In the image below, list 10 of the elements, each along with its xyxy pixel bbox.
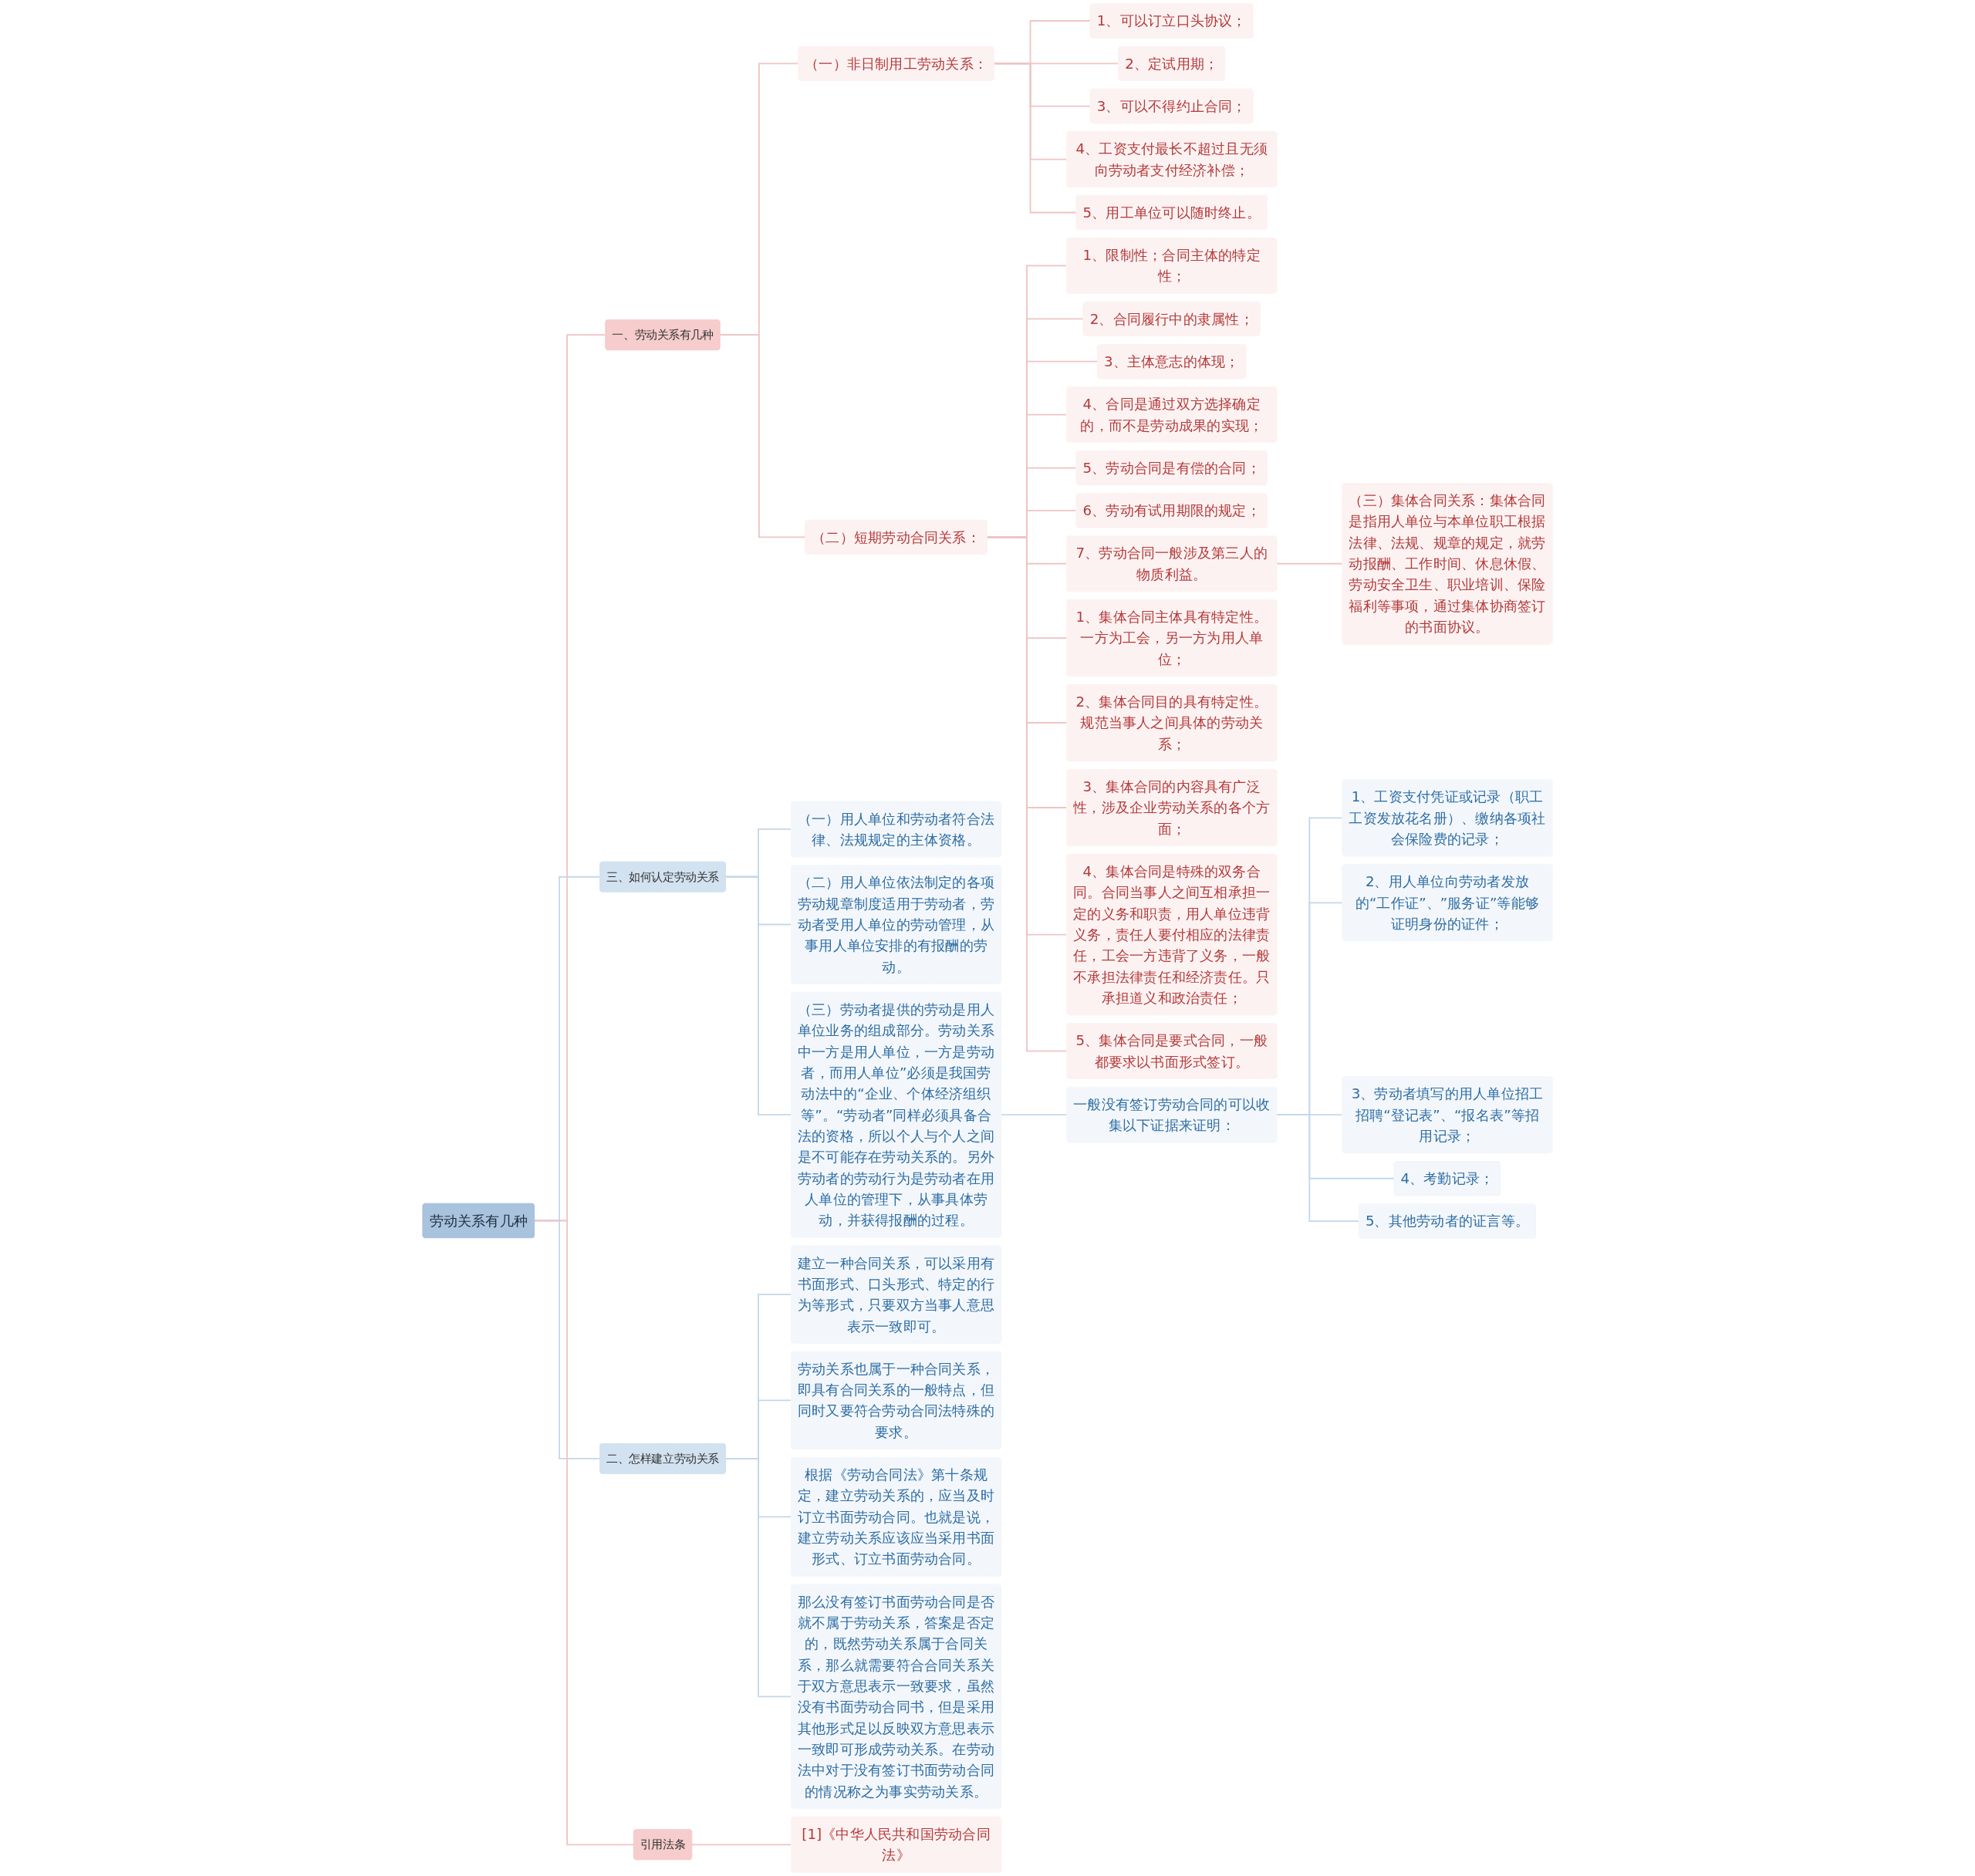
connector [1275,1114,1360,1222]
connector [993,62,1077,214]
connector [724,1458,792,1698]
connector [1000,1114,1068,1116]
connector [1275,562,1343,565]
connector [690,1844,792,1846]
connector [533,1220,635,1846]
connector [986,536,1068,1052]
connector [719,334,806,538]
connector [724,876,792,1116]
